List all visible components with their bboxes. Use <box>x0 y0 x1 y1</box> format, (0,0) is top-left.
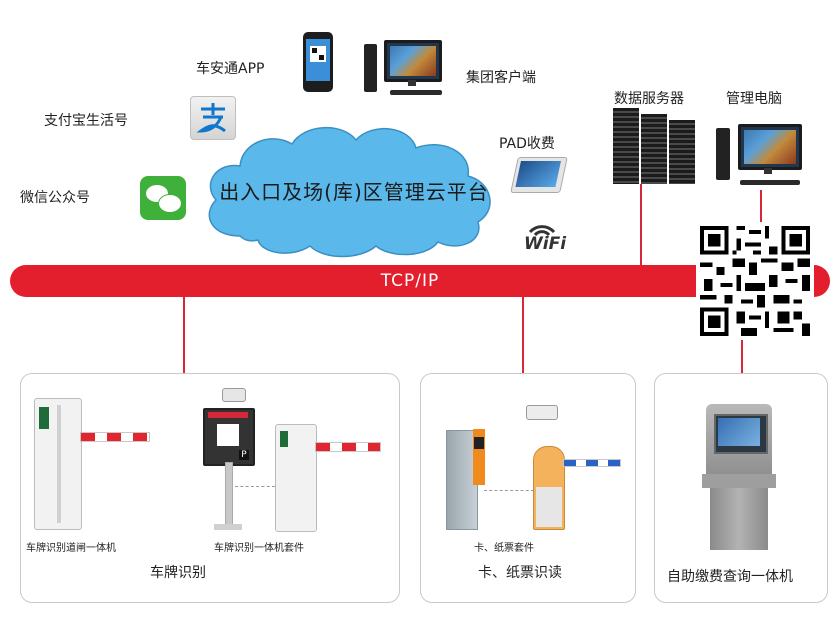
barrier-gate-icon-2 <box>275 424 317 532</box>
barrier-arm <box>80 432 150 442</box>
wifi-icon: WiFi <box>522 220 566 254</box>
tcp-ip-bus <box>10 265 830 297</box>
plate-item1-label: 车牌识别道闸一体机 <box>26 543 116 554</box>
barrier-arm-2 <box>315 442 381 452</box>
wifi-label: WiFi <box>524 234 567 254</box>
phone-icon <box>303 32 333 92</box>
qr-code-icon <box>696 222 814 340</box>
barrier-gate-icon-3 <box>533 446 565 530</box>
alipay-label: 支付宝生活号 <box>44 113 128 129</box>
bullet-camera-icon <box>526 405 558 420</box>
desktop-icon <box>364 38 454 100</box>
kiosk-icon <box>702 404 776 550</box>
camera-icon <box>222 388 246 402</box>
wechat-icon <box>140 176 186 220</box>
pad-label: PAD收费 <box>499 136 555 152</box>
barrier-arm-3 <box>563 459 621 467</box>
cloud-platform-title: 出入口及场(库)区管理云平台 <box>219 180 489 204</box>
kiosk-connector <box>741 340 743 373</box>
plate-item2-label: 车牌识别一体机套件 <box>214 543 304 554</box>
alipay-icon <box>190 96 236 140</box>
card-item1-label: 卡、纸票套件 <box>474 543 534 554</box>
server-rack-icon <box>613 108 697 184</box>
data-server-label: 数据服务器 <box>614 91 684 107</box>
kit-pole <box>225 462 233 528</box>
ticket-machine-icon <box>446 429 485 530</box>
kit-display: P <box>203 408 255 466</box>
plate-panel-title: 车牌识别 <box>150 565 206 581</box>
admin-desktop-icon <box>716 120 806 190</box>
admin-connector <box>760 190 762 226</box>
kiosk-panel-title: 自助缴费查询一体机 <box>667 569 793 585</box>
server-connector <box>640 184 642 266</box>
kit-base <box>214 524 242 530</box>
tcp-ip-label: TCP/IP <box>380 271 440 291</box>
detection-line <box>235 486 275 487</box>
wechat-label: 微信公众号 <box>20 190 90 206</box>
barrier-gate-icon <box>34 398 82 530</box>
card-connector <box>522 297 524 373</box>
tablet-icon <box>510 157 568 193</box>
cloud-shape <box>208 127 491 258</box>
card-panel-title: 卡、纸票识读 <box>478 565 562 581</box>
group-client-label: 集团客户端 <box>466 70 536 86</box>
plate-connector <box>183 297 185 373</box>
detection-line-2 <box>484 490 534 491</box>
app-label: 车安通APP <box>196 61 265 77</box>
admin-pc-label: 管理电脑 <box>726 91 782 107</box>
